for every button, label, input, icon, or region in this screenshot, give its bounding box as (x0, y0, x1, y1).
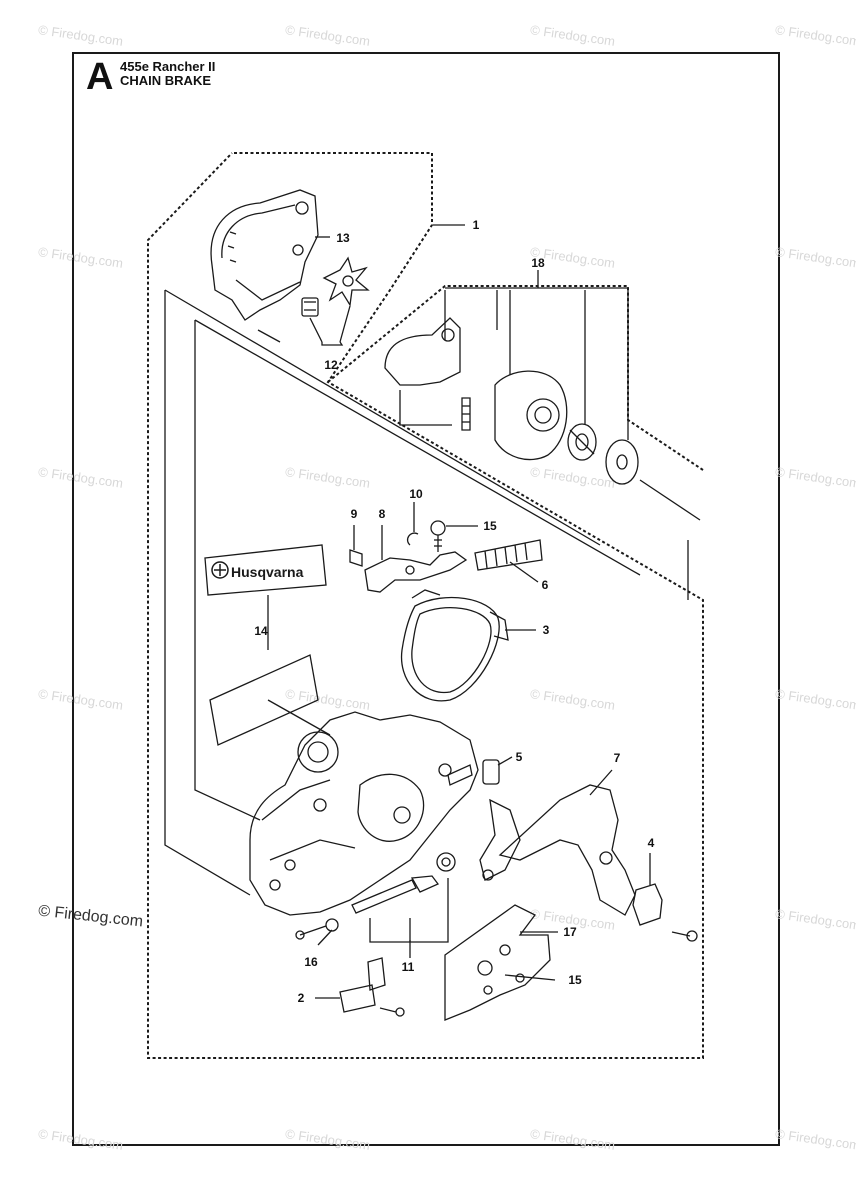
callout-18: 18 (531, 256, 545, 270)
husqvarna-logo-icon (211, 561, 229, 579)
section-letter: A (86, 56, 114, 98)
callout-7: 7 (613, 751, 621, 765)
leader-11 (369, 878, 449, 943)
leader-5 (497, 756, 513, 766)
part-6-spring (474, 539, 543, 571)
section-title: CHAIN BRAKE (120, 72, 211, 88)
diagram-title: 455e Rancher II CHAIN BRAKE (120, 60, 215, 87)
diagram-frame (72, 52, 780, 1146)
part-9-pin (349, 549, 363, 567)
husqvarna-decal-outline (204, 544, 327, 596)
part-18-washer (605, 439, 639, 485)
husqvarna-decal-text: Husqvarna (231, 564, 304, 580)
callout-15-top: 15 (483, 519, 497, 533)
callout-16: 16 (304, 955, 318, 969)
part-3-brake-band (400, 589, 509, 702)
guide-line (164, 290, 251, 896)
part-13-cover (210, 189, 319, 321)
guide-line (194, 319, 641, 576)
callout-8: 8 (378, 507, 386, 521)
main-housing (249, 711, 479, 916)
callout-3: 3 (542, 623, 550, 637)
assembly-boundary-18 (327, 285, 704, 471)
guide-line (639, 479, 701, 521)
callout-11: 11 (401, 960, 415, 974)
guide-line (164, 289, 601, 546)
part-5-bushing (447, 759, 500, 786)
callout-10: 10 (409, 487, 423, 501)
part-11-pins (351, 852, 456, 914)
part-15-screw (430, 520, 446, 552)
callout-5: 5 (515, 750, 523, 764)
leader-16 (317, 929, 333, 946)
callout-17: 17 (563, 925, 577, 939)
part-16-screw (295, 918, 339, 940)
leader-6 (509, 561, 539, 583)
callout-9: 9 (350, 507, 358, 521)
part-7-hand-guard (479, 784, 636, 916)
leader-12 (321, 341, 344, 346)
callout-1: 1 (472, 218, 480, 232)
part-2-stop (339, 957, 405, 1017)
part-17-plate (444, 904, 551, 1021)
part-14-decal (209, 654, 319, 746)
assembly-boundary (147, 152, 704, 1059)
model-name: 455e Rancher II (120, 59, 216, 74)
callout-4: 4 (647, 836, 655, 850)
leader-7 (589, 769, 613, 796)
guide-line (194, 320, 261, 821)
part-18-clutch (384, 317, 568, 461)
part-10-clip (406, 532, 419, 546)
part-8-lever (364, 551, 468, 593)
part-4-knob (632, 883, 698, 942)
leader-14 (267, 699, 331, 736)
part-18-rim-sprocket (567, 423, 597, 461)
callout-6: 6 (541, 578, 549, 592)
leader-15b (504, 974, 556, 981)
callout-14: 14 (254, 624, 268, 638)
callout-12: 12 (324, 358, 338, 372)
guide-line (257, 329, 281, 343)
callout-2: 2 (297, 991, 305, 1005)
callout-13: 13 (336, 231, 350, 245)
callout-15-bottom: 15 (568, 973, 582, 987)
part-12-sprocket (301, 256, 370, 317)
